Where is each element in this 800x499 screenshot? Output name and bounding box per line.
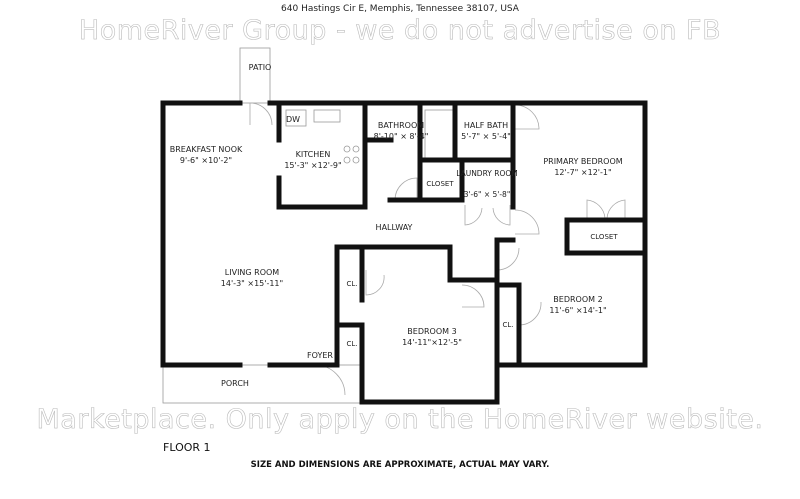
room-dims-living-room: 14'-3" ×15'-11" [221,279,283,288]
patio-door [249,102,273,126]
stove [343,145,360,164]
room-label-bedroom-3: BEDROOM 3 [407,327,456,336]
room-dims-bathroom: 8'-10" × 8'-4" [374,132,429,141]
room-label-living-room: LIVING ROOM [225,268,280,277]
room-dims-laundry: 3'-6" × 5'-8" [464,190,511,199]
primary-door [514,209,540,235]
watermark-line1: HomeRiver Group - we do not advertise on… [78,15,722,46]
floor-label: FLOOR 1 [163,441,211,454]
room-label-patio: PATIO [249,63,272,72]
dw-label: DW [286,115,300,124]
porch-outline [162,364,361,404]
room-label-breakfast-nook: BREAKFAST NOOK [170,145,243,154]
bedroom3-closet-door [365,270,385,296]
room-label-laundry: LAUNDRY ROOM [456,169,518,178]
room-dims-half-bath: 5'-7" × 5'-4" [461,132,511,141]
room-dims-kitchen: 15'-3" ×12'-9" [284,161,341,170]
room-label-bathroom: BATHROOM [378,121,424,130]
room-label-bedroom-2: BEDROOM 2 [553,295,602,304]
patio-outline [239,47,271,104]
room-label-primary-closet: CLOSET [590,233,618,241]
disclaimer: SIZE AND DIMENSIONS ARE APPROXIMATE, ACT… [250,460,550,470]
sink [313,109,341,123]
room-label-primary-bedroom: PRIMARY BEDROOM [543,157,622,166]
room-label-half-bath: HALF BATH [464,121,508,130]
laundry-doors [464,205,511,226]
address: 640 Hastings Cir E, Memphis, Tennessee 3… [281,4,519,14]
bathtub [424,109,454,163]
room-dims-breakfast-nook: 9'-6" ×10'-2" [180,156,232,165]
half-bath-door [514,104,540,130]
room-dims-bedroom-3: 14'-11"×12'-5" [402,338,462,347]
closet-label-bedroom3: CL. [346,280,357,288]
interior-walls [276,100,648,405]
primary-closet-doors [586,199,626,220]
watermark-line2: Marketplace. Only apply on the HomeRiver… [36,404,764,435]
room-label-closet: CLOSET [426,180,454,188]
dishwasher [285,109,307,127]
room-dims-bedroom-2: 11'-6" ×14'-1" [549,306,606,315]
closet-label-bedroom2: CL. [502,321,513,329]
bedroom2-closet-door [518,300,542,326]
closet-label-foyer: CL. [346,340,357,348]
room-label-porch: PORCH [221,379,249,388]
room-label-kitchen: KITCHEN [296,150,331,159]
front-door [314,364,346,396]
room-label-foyer: FOYER [307,351,333,360]
room-dims-primary-bedroom: 12'-7" ×12'-1" [554,168,611,177]
bedroom3-door [461,284,485,308]
bath-door [394,177,418,201]
room-label-hallway: HALLWAY [376,223,413,232]
bedroom2-door-top [496,247,520,271]
